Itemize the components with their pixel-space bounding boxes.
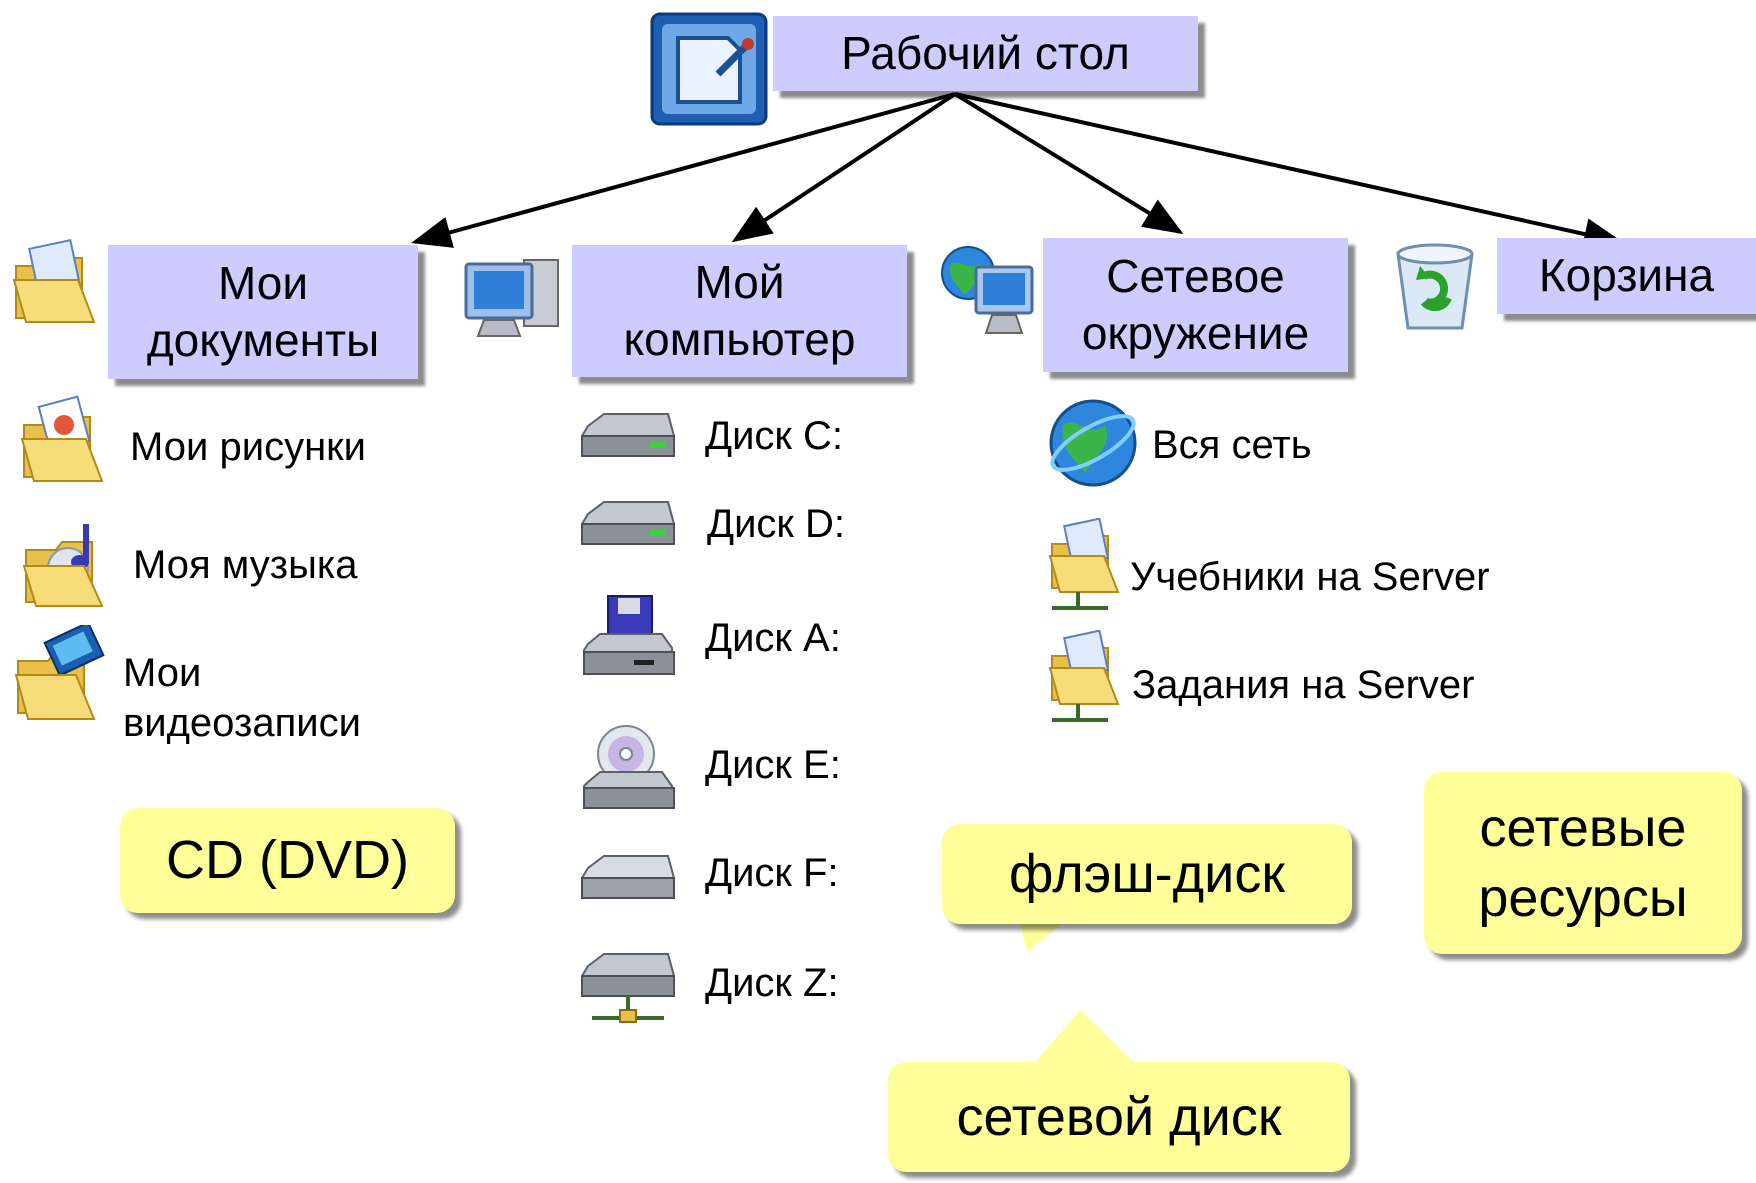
computer-item-disk-c: Диск C:: [705, 414, 844, 458]
callout-network-resources-text: сетевые ресурсы: [1478, 797, 1688, 928]
category-node-my-documents: Мои документы: [108, 245, 418, 379]
pictures-folder-icon: [20, 395, 104, 482]
network-item-entire-network: Вся сеть: [1152, 423, 1312, 467]
category-label-my-documents: Мои документы: [146, 256, 380, 367]
recycle-bin-icon: [1396, 243, 1474, 330]
category-node-network-places: Сетевое окружение: [1043, 238, 1348, 372]
documents-item-music: Моя музыка: [133, 543, 358, 587]
category-label-recycle-bin: Корзина: [1538, 249, 1715, 302]
category-label-network-places: Сетевое окружение: [1081, 249, 1310, 360]
hard-disk-icon: [581, 413, 675, 457]
callout-cd-dvd: CD (DVD): [120, 808, 455, 913]
globe-icon: [1049, 399, 1137, 487]
callout-network-disk-text: сетевой диск: [956, 1086, 1282, 1147]
computer-item-disk-z: Диск Z:: [705, 961, 839, 1005]
documents-item-videos: Мои видеозаписи: [123, 651, 361, 745]
computer-item-disk-f: Диск F:: [705, 851, 839, 895]
my-documents-folder-icon: [12, 238, 96, 323]
callout-cd-text: CD (DVD): [166, 830, 409, 891]
removable-disk-icon: [581, 855, 675, 899]
hard-disk-icon: [581, 501, 675, 545]
callout-network-disk: сетевой диск: [888, 1062, 1350, 1172]
shared-folder-icon: [1048, 630, 1120, 722]
network-drive-icon: [581, 953, 675, 1023]
videos-folder-icon: [14, 625, 105, 720]
computer-item-disk-d: Диск D:: [707, 502, 846, 546]
network-item-assignments: Задания на Server: [1132, 663, 1475, 707]
arrow-to-recycle-bin: [954, 92, 1624, 250]
computer-item-disk-e: Диск E:: [705, 743, 841, 787]
root-label: Рабочий стол: [841, 26, 1130, 79]
network-places-icon: [941, 246, 1034, 334]
network-item-textbooks: Учебники на Server: [1130, 555, 1490, 599]
callout-network-disk-pointer: [1030, 1010, 1140, 1068]
callout-flash-text: флэш-диск: [1009, 843, 1285, 904]
callout-network-resources: сетевые ресурсы: [1424, 772, 1742, 954]
arrow-to-computer: [731, 92, 957, 243]
documents-item-pictures: Мои рисунки: [130, 425, 366, 469]
category-node-recycle-bin: Корзина: [1497, 238, 1756, 314]
arrow-to-documents: [411, 92, 956, 248]
category-label-my-computer: Мой компьютер: [623, 255, 856, 366]
callout-flash-disk: флэш-диск: [942, 824, 1352, 924]
desktop-icon: [650, 12, 768, 126]
music-folder-icon: [22, 524, 104, 607]
computer-item-disk-a: Диск A:: [705, 616, 841, 660]
arrow-to-network: [953, 92, 1184, 235]
shared-folder-icon: [1048, 518, 1120, 610]
category-node-my-computer: Мой компьютер: [572, 245, 907, 377]
computer-icon: [464, 259, 559, 337]
floppy-drive-icon: [583, 595, 675, 675]
cd-drive-icon: [583, 725, 675, 809]
root-node-desktop: Рабочий стол: [773, 16, 1198, 91]
